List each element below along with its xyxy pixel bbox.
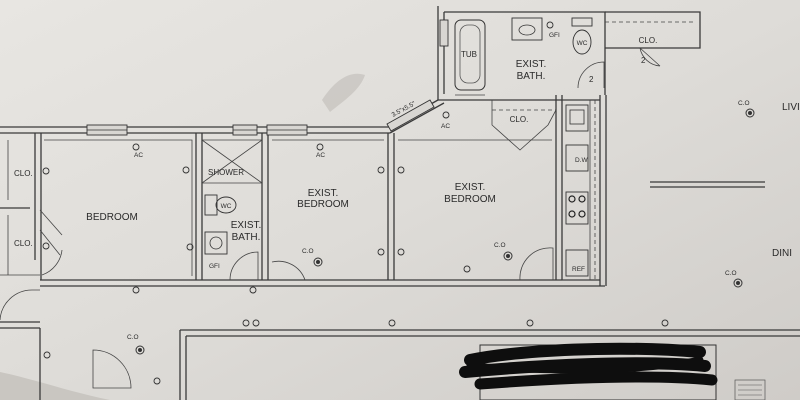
room-label-bedroom: BEDROOM: [86, 212, 138, 223]
gfi-label-top-bath: GFI: [549, 32, 560, 39]
appliance-label-dishwasher: D.W: [575, 157, 589, 164]
room-label-bedroom-3-line2: BEDROOM: [444, 194, 496, 205]
co-label-living: C.O: [738, 100, 750, 107]
room-label-bath-small-line2: BATH.: [232, 232, 261, 243]
room-label-bath-top-line1: EXIST.: [516, 59, 547, 70]
co-detectors: [135, 108, 755, 355]
room-label-bath-top-line2: BATH.: [517, 71, 546, 82]
fixture-label-shower: SHOWER: [208, 168, 244, 177]
co-label-dining: C.O: [725, 270, 737, 277]
room-label-bedroom-2-line2: BEDROOM: [297, 199, 349, 210]
co-label-bedroom-2: C.O: [302, 248, 314, 255]
door-swing-label-top-bath: 2: [589, 75, 594, 84]
room-label-dining: DINI: [772, 248, 792, 259]
co-label-bedroom-3: C.O: [494, 242, 506, 249]
room-label-bath-small-line1: EXIST.: [231, 220, 262, 231]
co-label-corridor: C.O: [127, 334, 139, 341]
door-swing-label-closet: 2: [641, 56, 646, 65]
gfi-label-small-bath: GFI: [209, 263, 220, 270]
closet-label-top-right: CLO.: [639, 36, 658, 45]
room-label-living: LIVI: [782, 102, 800, 113]
ac-label-bedroom-3: AC: [441, 123, 450, 130]
closet-label-bedroom-3: CLO.: [510, 115, 529, 124]
paper-crease: [322, 73, 365, 112]
redaction-scribble: [459, 342, 718, 390]
closet-label-left-top: CLO.: [14, 169, 33, 178]
room-label-bedroom-2-line1: EXIST.: [308, 188, 339, 199]
doors: [0, 47, 661, 389]
appliance-label-refrigerator: REF: [572, 266, 585, 273]
ac-label-bedroom-2: AC: [316, 152, 325, 159]
ac-label-bedroom: AC: [134, 152, 143, 159]
room-label-bedroom-3-line1: EXIST.: [455, 182, 486, 193]
windows: [86, 19, 449, 136]
paper-fold: [0, 372, 110, 400]
outlet-symbols: [42, 21, 669, 385]
walls: [0, 6, 800, 400]
fixture-label-wc-small-bath: WC: [221, 203, 232, 210]
fixture-label-tub: TUB: [461, 50, 477, 59]
fixture-label-wc-top-bath: WC: [577, 40, 588, 47]
closet-label-left-bottom: CLO.: [14, 239, 33, 248]
